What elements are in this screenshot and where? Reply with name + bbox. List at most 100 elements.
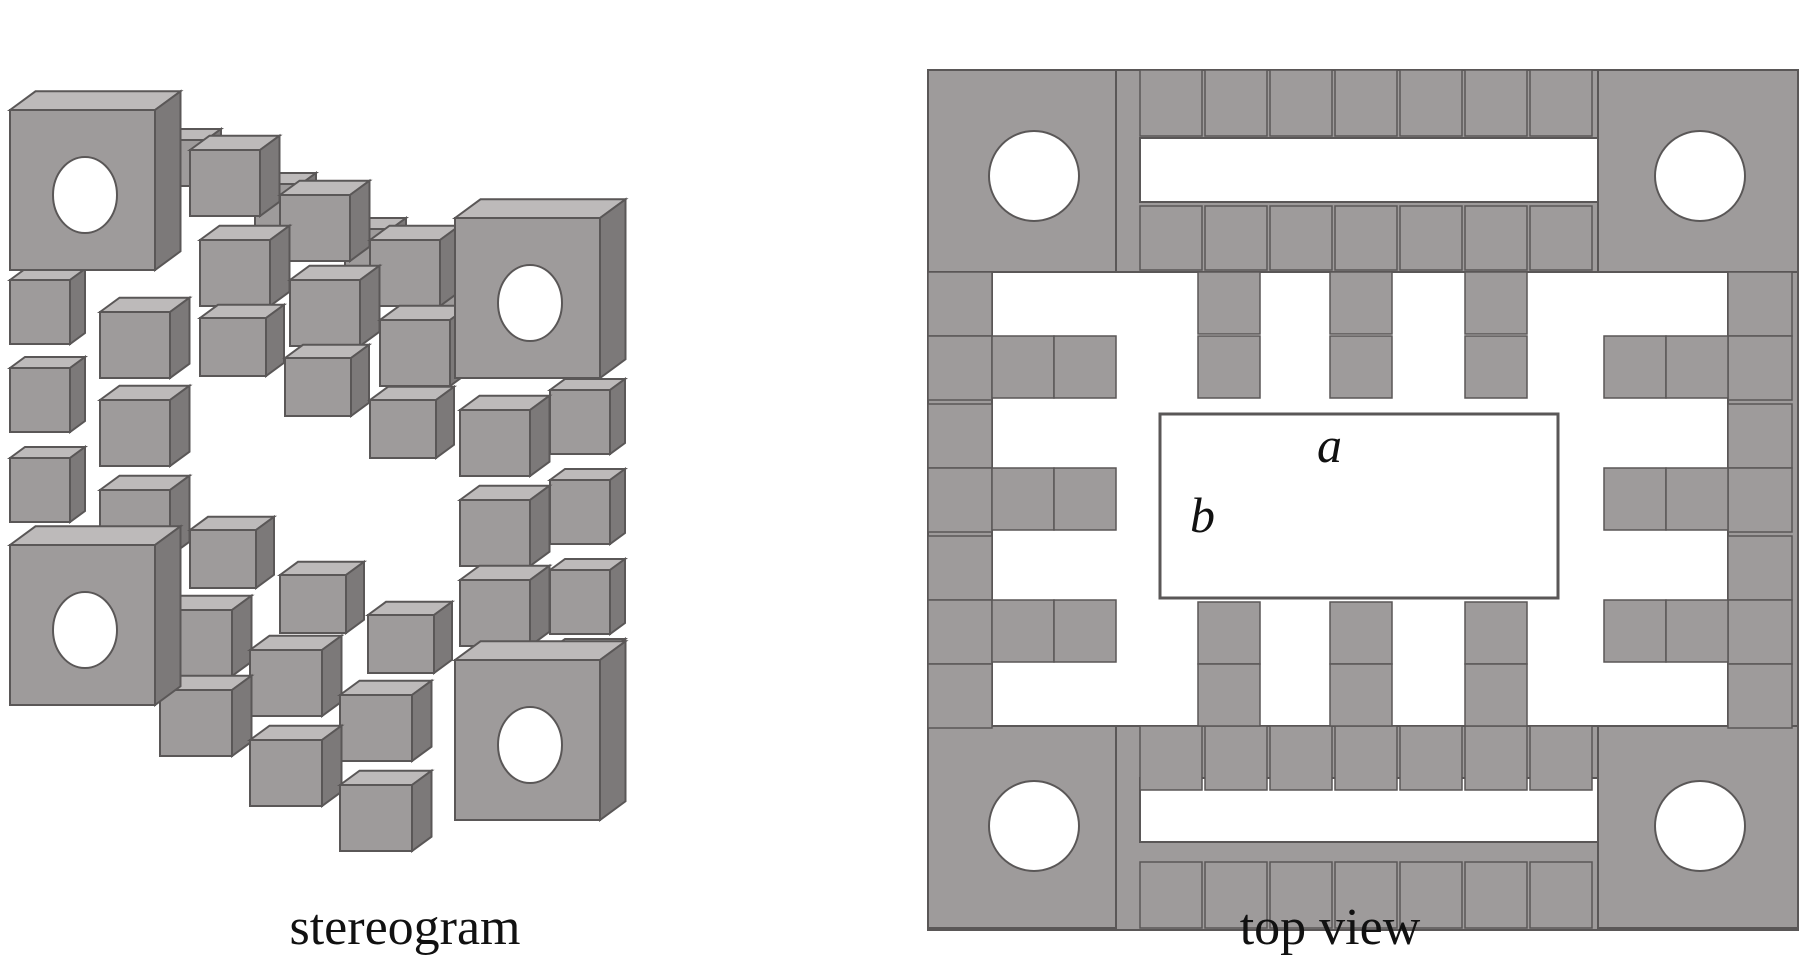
cube-front-face bbox=[549, 569, 611, 635]
lower-lattice-cube bbox=[246, 633, 345, 718]
lower-lattice-cube bbox=[156, 673, 255, 758]
left-column-cube bbox=[6, 445, 89, 524]
top-view-structure bbox=[927, 69, 1799, 931]
bottom-cell bbox=[1334, 861, 1398, 929]
right-cell bbox=[1727, 599, 1793, 665]
cube-side-face bbox=[609, 557, 626, 636]
top-leg-cell bbox=[1329, 271, 1393, 335]
cube-side-face bbox=[350, 342, 370, 418]
lattice-cube bbox=[366, 223, 463, 308]
top-cell bbox=[1399, 69, 1463, 137]
left-cell bbox=[927, 335, 993, 401]
bottom-cell bbox=[1529, 725, 1593, 791]
cube-side-face bbox=[265, 302, 285, 378]
stereogram-caption: stereogram bbox=[289, 899, 521, 956]
cube-front-face bbox=[379, 319, 451, 387]
mounting-hole bbox=[52, 591, 118, 669]
top-cell bbox=[1269, 205, 1333, 271]
top-leg-cell bbox=[1464, 335, 1528, 399]
mounting-hole bbox=[497, 706, 563, 784]
cube-side-face bbox=[255, 514, 275, 590]
bottom-cell bbox=[1399, 725, 1463, 791]
left-arm-cube bbox=[96, 383, 193, 468]
cube-front-face bbox=[99, 311, 171, 379]
top-cell bbox=[1399, 205, 1463, 271]
left-column-cube bbox=[6, 355, 89, 434]
left-arm-cell bbox=[1053, 599, 1117, 663]
mounting-hole bbox=[1654, 130, 1746, 222]
cube-front-face bbox=[284, 357, 352, 417]
top-cell bbox=[1334, 69, 1398, 137]
cube-front-face bbox=[189, 529, 257, 589]
top-leg-cell bbox=[1464, 271, 1528, 335]
cube-front-face bbox=[459, 499, 531, 567]
top-cell bbox=[1464, 205, 1528, 271]
cube-side-face bbox=[411, 768, 433, 853]
cube-front-face bbox=[159, 689, 233, 757]
right-cell bbox=[1727, 467, 1793, 533]
bottom-leg-cell bbox=[1329, 663, 1393, 727]
cube-front-face bbox=[279, 574, 347, 634]
right-arm-cell bbox=[1665, 335, 1729, 399]
right-cell bbox=[1727, 535, 1793, 601]
top-cell bbox=[1139, 205, 1203, 271]
corner-block-bottom-left bbox=[6, 524, 184, 707]
cube-side-face bbox=[231, 673, 253, 758]
hanging-cube bbox=[366, 384, 458, 460]
cube-side-face bbox=[69, 267, 86, 346]
cube-side-face bbox=[529, 483, 551, 568]
mounting-hole bbox=[1654, 780, 1746, 872]
bottom-cell bbox=[1334, 725, 1398, 791]
cube-front-face bbox=[249, 739, 323, 807]
top-view: a b bbox=[927, 69, 1799, 931]
cube-front-face bbox=[9, 457, 71, 523]
hanging-cube bbox=[281, 342, 373, 418]
cube-front-face bbox=[199, 317, 267, 377]
bottom-cell bbox=[1464, 725, 1528, 791]
cube-side-face bbox=[345, 559, 365, 635]
standing-cube bbox=[364, 599, 456, 675]
left-arm-cube bbox=[96, 295, 193, 380]
mounting-hole bbox=[988, 780, 1080, 872]
left-arm-cell bbox=[991, 335, 1055, 399]
left-cell bbox=[927, 467, 993, 533]
cube-side-face bbox=[529, 393, 551, 478]
cube-side-face bbox=[609, 467, 626, 546]
upper-slot bbox=[1139, 137, 1599, 203]
cube-side-face bbox=[349, 178, 371, 263]
left-cell bbox=[927, 599, 993, 665]
cube-front-face bbox=[9, 367, 71, 433]
right-arm-cell bbox=[1603, 335, 1667, 399]
lattice-cube bbox=[286, 263, 383, 348]
top-cell bbox=[1529, 205, 1593, 271]
right-cell bbox=[1727, 335, 1793, 401]
right-arm-cube bbox=[456, 393, 553, 478]
corner-block-bottom-right bbox=[451, 639, 629, 822]
top-cell bbox=[1334, 205, 1398, 271]
bottom-leg-cell bbox=[1197, 601, 1261, 665]
top-leg-cell bbox=[1197, 335, 1261, 399]
cube-front-face bbox=[549, 389, 611, 455]
bottom-cell bbox=[1529, 861, 1593, 929]
left-arm-cell bbox=[1053, 335, 1117, 399]
bottom-leg-cell bbox=[1329, 601, 1393, 665]
left-arm-cell bbox=[1053, 467, 1117, 531]
cube-top-face bbox=[451, 640, 629, 661]
cube-side-face bbox=[269, 223, 291, 308]
top-view-caption: top view bbox=[1239, 899, 1421, 956]
cube-side-face bbox=[231, 593, 253, 678]
cube-side-face bbox=[435, 384, 455, 460]
stereogram-structure bbox=[6, 89, 629, 853]
corner-block-top-right bbox=[451, 197, 629, 380]
cube-side-face bbox=[259, 133, 281, 218]
right-cell bbox=[1727, 403, 1793, 469]
cube-side-face bbox=[169, 295, 191, 380]
right-cell bbox=[1727, 271, 1793, 337]
lattice-cube bbox=[196, 223, 293, 308]
cube-front-face bbox=[249, 649, 323, 717]
bottom-cell bbox=[1399, 861, 1463, 929]
cube-front-face bbox=[459, 579, 531, 647]
cube-front-face bbox=[9, 279, 71, 345]
right-arm-cell bbox=[1665, 599, 1729, 663]
lattice-cube bbox=[186, 133, 283, 218]
